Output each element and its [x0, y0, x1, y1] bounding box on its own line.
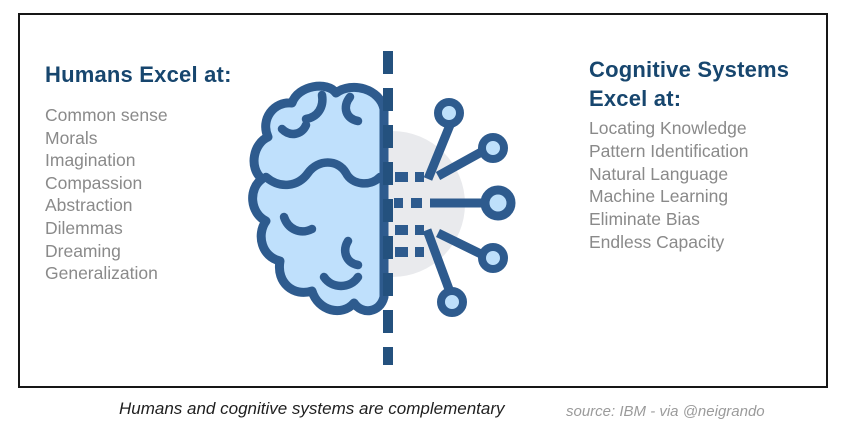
- humans-list: Common sense Morals Imagination Compassi…: [45, 104, 168, 285]
- list-item: Eliminate Bias: [589, 209, 700, 230]
- brain-circuit-svg: [248, 51, 516, 365]
- circuit-node: [437, 287, 467, 317]
- list-item: Compassion: [45, 172, 143, 193]
- half-brain-half-circuit-icon: [232, 45, 542, 375]
- humans-heading: Humans Excel at:: [45, 62, 232, 87]
- list-item: Natural Language: [589, 163, 729, 184]
- cognitive-systems-heading: Cognitive Systems Excel at:: [589, 57, 790, 111]
- list-item: Endless Capacity: [589, 231, 725, 252]
- list-item: Dilemmas: [45, 217, 123, 238]
- list-item: Generalization: [45, 263, 158, 284]
- brain-left-hemisphere-icon: [248, 81, 389, 316]
- list-item: Locating Knowledge: [589, 118, 747, 138]
- list-item: Imagination: [45, 150, 136, 171]
- circuit-node: [478, 133, 508, 163]
- list-item: Morals: [45, 127, 98, 148]
- cognitive-systems-list: Locating Knowledge Pattern Identificatio…: [589, 117, 749, 254]
- caption-text: Humans and cognitive systems are complem…: [119, 399, 505, 418]
- circuit-node: [480, 185, 516, 221]
- circuit-right-hemisphere-icon: [394, 98, 516, 317]
- list-item: Pattern Identification: [589, 140, 749, 161]
- list-item: Common sense: [45, 105, 168, 125]
- caption-source: source: IBM - via @neigrando: [566, 403, 765, 420]
- list-item: Dreaming: [45, 240, 121, 261]
- circuit-node: [478, 243, 508, 273]
- circuit-node: [434, 98, 464, 128]
- list-item: Machine Learning: [589, 186, 729, 207]
- list-item: Abstraction: [45, 195, 133, 216]
